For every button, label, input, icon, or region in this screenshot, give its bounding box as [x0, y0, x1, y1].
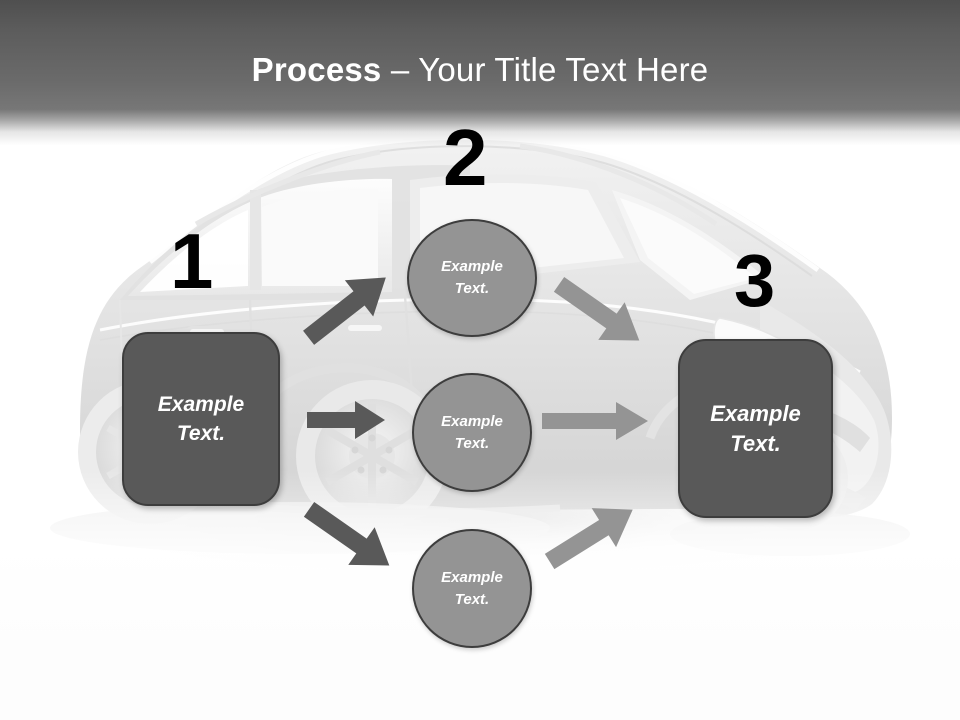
process-circle-middle-line1: Example — [441, 412, 503, 430]
process-circle-bottom-line2: Text. — [454, 590, 490, 608]
process-box-left-line2: Text. — [176, 422, 226, 445]
process-box-right-line1: Example — [710, 400, 801, 426]
process-circle-middle-line2: Text. — [454, 434, 490, 452]
process-box-left-text: Example Text. — [158, 390, 244, 448]
step-number-3: 3 — [734, 239, 776, 322]
process-circle-top-text: Example Text. — [441, 256, 503, 300]
title-dash: – — [381, 51, 419, 88]
process-box-left[interactable]: Example Text. — [122, 332, 280, 506]
process-circle-top-line1: Example — [441, 258, 503, 275]
title-rest-part: Your Title Text Here — [418, 51, 709, 88]
process-box-right-text: Example Text. — [710, 399, 801, 459]
process-box-left-line1: Example — [157, 393, 245, 416]
process-box-right[interactable]: Example Text. — [678, 339, 833, 518]
process-circle-bottom[interactable]: Example Text. — [412, 529, 532, 648]
process-circle-middle[interactable]: Example Text. — [412, 373, 532, 492]
page-title: Process – Your Title Text Here — [0, 50, 960, 90]
process-circle-top-line2: Text. — [454, 280, 490, 297]
process-circle-middle-text: Example Text. — [441, 411, 503, 455]
process-circle-bottom-text: Example Text. — [441, 567, 503, 611]
step-number-2: 2 — [443, 113, 488, 202]
title-strong-part: Process — [251, 51, 382, 88]
process-box-right-line2: Text. — [730, 430, 781, 456]
step-number-1: 1 — [170, 217, 214, 305]
process-circle-bottom-line1: Example — [441, 568, 503, 586]
process-circle-top[interactable]: Example Text. — [407, 219, 537, 337]
